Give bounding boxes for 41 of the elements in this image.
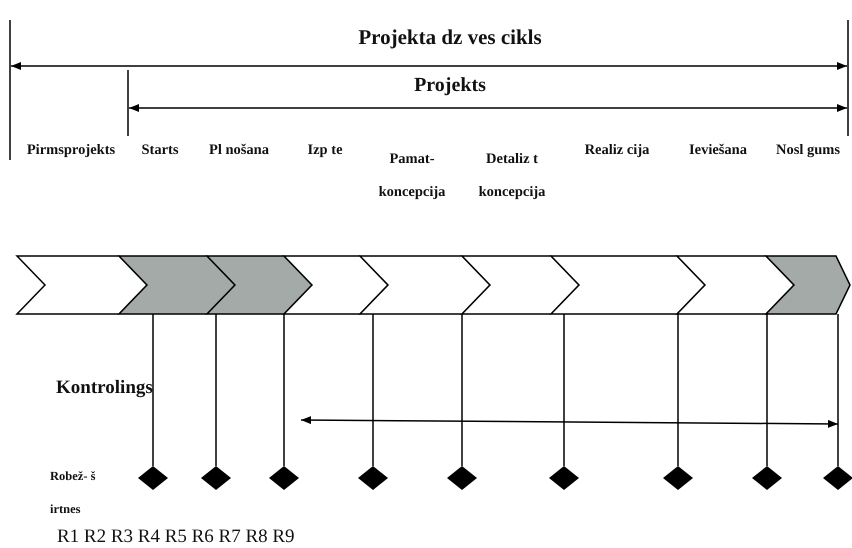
section-label: Kontrolings [56, 378, 154, 399]
milestone-diamond [138, 466, 168, 490]
phase-label: Detaliz t koncepcija [478, 150, 546, 202]
title: Projekta dz ves cikls [357, 27, 543, 48]
milestone-label: Robež- š irtnes [50, 468, 96, 518]
connector-line [152, 314, 154, 466]
connector-line [215, 314, 217, 466]
phase-label: Realiz cija [584, 143, 650, 159]
phase-label: Izp te [306, 143, 344, 159]
milestone-diamond [549, 466, 579, 490]
chevron-step [462, 256, 579, 314]
connector-line [766, 314, 768, 466]
milestone-diamond [269, 466, 299, 490]
milestone-diamond [663, 466, 693, 490]
connector-line [677, 314, 679, 466]
milestone-diamond [358, 466, 388, 490]
milestone-diamond [752, 466, 782, 490]
chevron-step [207, 256, 312, 314]
phase-label: Starts [140, 143, 180, 159]
milestone-diamond [823, 466, 852, 490]
chevron-step [17, 256, 147, 314]
connector-line [372, 314, 374, 466]
chevron-step [360, 256, 490, 314]
phase-label: Pamat- koncepcija [378, 150, 446, 202]
connector-line [837, 314, 839, 466]
connector-line [283, 314, 285, 466]
chevron-step [284, 256, 388, 314]
chevron-step [677, 256, 794, 314]
chevron-step [766, 256, 850, 314]
milestone-diamond [201, 466, 231, 490]
phase-label: Pl nošana [208, 143, 270, 159]
phase-label: Nosl gums [774, 143, 842, 159]
milestone-diamond [447, 466, 477, 490]
subtitle: Projekts [413, 74, 487, 96]
connector-line [563, 314, 565, 466]
milestone-numbers: R1 R2 R3 R4 R5 R6 R7 R8 R9 [57, 527, 296, 548]
phase-label: Ieviešana [688, 143, 748, 159]
phase-label: Pirmsprojekts [26, 143, 116, 159]
chevron-step [551, 256, 705, 314]
chevron-step [119, 256, 235, 314]
connector-line [461, 314, 463, 466]
